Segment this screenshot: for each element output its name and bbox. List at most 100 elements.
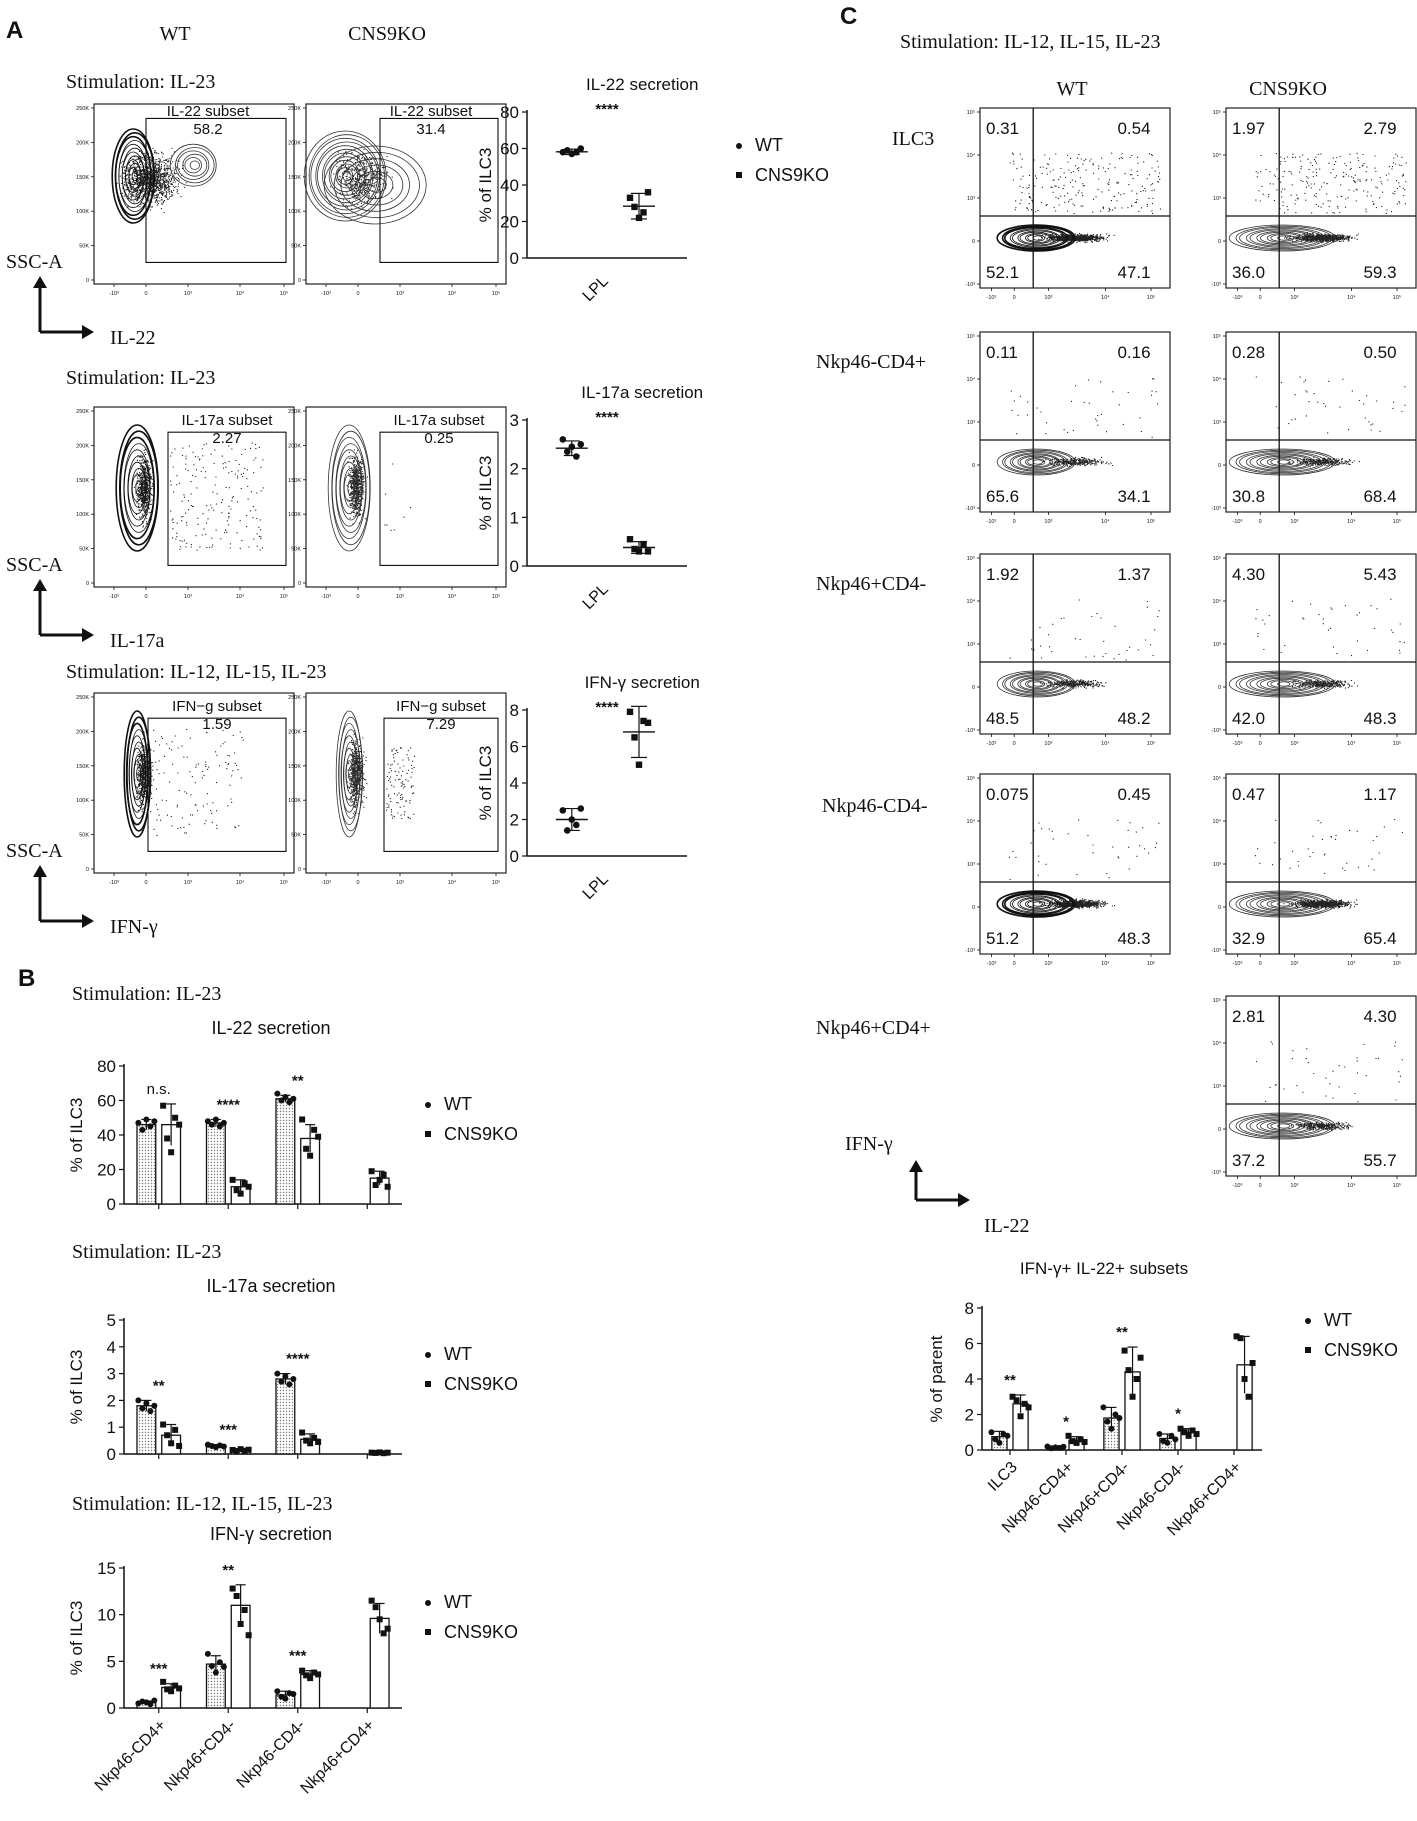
bar-wt (136, 1405, 157, 1455)
plot-frame (1225, 553, 1417, 735)
legend-label-cns9ko: CNS9KO (444, 1622, 518, 1642)
contour-ring (1004, 450, 1068, 473)
upper-events (1254, 819, 1403, 874)
wt-data-point (573, 453, 580, 460)
upper-events (1009, 152, 1161, 215)
upper-events (1255, 376, 1406, 434)
contour-ring (1256, 230, 1312, 246)
subset-label: Nkp46-CD4- (822, 795, 928, 817)
stimulation-label: Stimulation: IL-23 (72, 983, 221, 1005)
y-tick-label: 10³ (967, 420, 975, 426)
x-tick-label: 10³ (1290, 1183, 1298, 1189)
axis-indicator (33, 865, 94, 928)
x-axis-name: IL-17a (110, 630, 165, 652)
significance-mark: ** (1116, 1324, 1128, 1341)
contour-ring (996, 224, 1076, 252)
wt-data-point (208, 1121, 215, 1128)
ko-data-point (164, 1686, 171, 1693)
plot-frame (979, 553, 1171, 735)
contour-ring (1266, 899, 1301, 910)
contour-ring (1002, 449, 1074, 475)
x-tick-label: -10³ (987, 519, 997, 525)
x-category-label: LPL (580, 273, 612, 305)
y-tick-label: 250K (76, 695, 89, 701)
legend-label-wt: WT (444, 1094, 472, 1114)
sparse-dots (170, 442, 264, 551)
ko-data-point (160, 1678, 167, 1685)
y-tick-label: 10⁴ (1213, 818, 1222, 825)
x-tick-label: 10³ (1290, 961, 1298, 967)
x-tick-label: 10⁵ (492, 593, 500, 600)
ko-data-point (241, 1607, 248, 1613)
x-tick-label: 10³ (1044, 519, 1052, 525)
plot-frame (979, 773, 1171, 955)
panel-label-b: B (18, 965, 35, 992)
x-tick-label: 0 (144, 880, 147, 886)
significance-mark: ** (153, 1377, 165, 1394)
contour-ring (1249, 675, 1315, 693)
wt-data-point (568, 443, 576, 451)
contour-ring (303, 130, 387, 222)
contour-ring (339, 461, 359, 515)
contour-ring (1256, 896, 1312, 912)
contour-ring (331, 430, 371, 546)
y-tick-label: 10⁵ (1213, 109, 1221, 116)
y-tick-label: 1 (107, 1418, 116, 1437)
y-tick-label: 0 (1218, 463, 1221, 469)
y-tick-label: 2 (107, 1391, 116, 1410)
x-tick-label: 0 (1013, 961, 1016, 967)
upper-events (1009, 599, 1160, 661)
ko-data-point (160, 1102, 167, 1109)
panel-label-c: C (840, 3, 857, 30)
ko-data-point (229, 1176, 236, 1183)
quadrant-ur-value: 1.37 (1117, 565, 1150, 584)
y-tick-label: 0 (972, 685, 975, 691)
contour-ring (131, 170, 138, 182)
y-tick-label: 150K (288, 175, 301, 181)
wt-data-point (996, 1439, 1003, 1446)
y-tick-label: 50K (79, 547, 89, 553)
x-tick-label: -10³ (987, 741, 997, 747)
ko-data-point (241, 1447, 248, 1454)
x-tick-label: 0 (1259, 295, 1262, 301)
ko-data-point (1081, 1439, 1088, 1446)
contour-ring (333, 151, 420, 219)
quadrant-ul-value: 0.075 (986, 785, 1029, 804)
quadrant-ur-value: 1.17 (1363, 785, 1396, 804)
ko-data-point (172, 1426, 179, 1433)
col-header-cns9ko: CNS9KO (348, 23, 426, 45)
y-tick-label: 0 (86, 278, 89, 284)
ko-data-point (1241, 1376, 1248, 1382)
legend-label-cns9ko: CNS9KO (444, 1374, 518, 1394)
y-axis-name: SSC-A (6, 251, 63, 273)
contour-ring (1246, 452, 1322, 472)
wt-data-point (143, 1116, 150, 1123)
wt-data-point (286, 1099, 293, 1106)
ko-data-point (172, 1682, 179, 1689)
ko-data-point (229, 1585, 236, 1592)
gate-rectangle (379, 117, 499, 263)
y-tick-label: 250K (76, 106, 89, 112)
x-axis-name: IL-22 (110, 327, 156, 349)
gate-name: IL-17a subset (182, 412, 274, 429)
plot-frame (1225, 107, 1417, 289)
y-tick-label: 150K (76, 478, 89, 484)
wt-data-point (151, 1402, 158, 1409)
contour-ring (1003, 892, 1069, 916)
significance-mark: *** (219, 1422, 237, 1439)
legend-label-wt: WT (1324, 1310, 1352, 1330)
quadrant-ul-value: 1.92 (986, 565, 1019, 584)
wt-data-point (1100, 1404, 1107, 1411)
significance-mark: *** (150, 1661, 168, 1678)
y-tick-label: 0 (972, 905, 975, 911)
bar-group: Nkp46+CD4+ (1164, 1333, 1256, 1539)
upper-events (1255, 1041, 1403, 1103)
contour-ring (1259, 677, 1305, 691)
